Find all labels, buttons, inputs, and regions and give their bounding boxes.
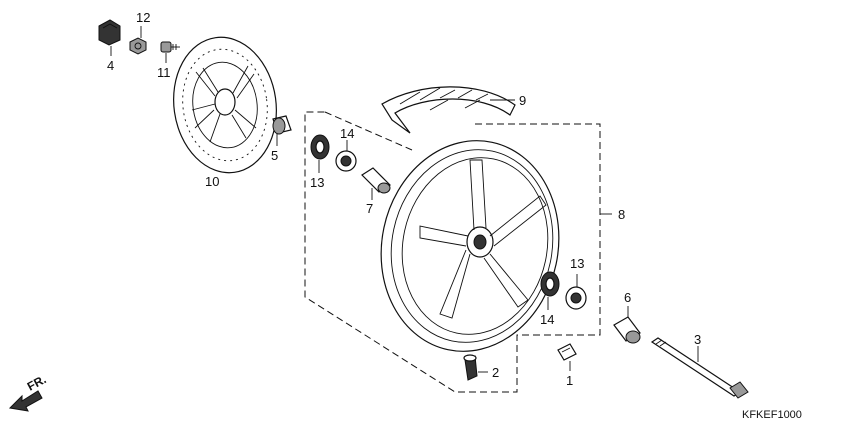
distance-collar-7[interactable] [361,167,391,194]
part-label-13-right: 13 [570,256,584,271]
part-label-5: 5 [271,148,278,163]
bearing-13-left[interactable] [310,134,330,160]
tire-9[interactable] [381,86,516,134]
brake-disc[interactable] [165,31,285,180]
diagram-code: KFKEF1000 [742,409,802,421]
part-label-14-right: 14 [540,312,554,327]
bearing-14-right[interactable] [540,271,560,297]
bolt-11[interactable] [160,41,180,53]
tire-valve-2[interactable] [463,354,478,381]
part-label-14-left: 14 [340,126,354,141]
assembly-boundary [304,111,601,393]
part-label-8: 8 [618,207,625,222]
axle-nut-4[interactable] [98,19,121,46]
front-axle-3[interactable] [650,337,749,399]
part-label-6: 6 [624,290,631,305]
dust-seal-13-right[interactable] [565,286,587,310]
part-label-9: 9 [519,93,526,108]
front-marker-label: FR. [25,372,49,393]
part-label-2: 2 [492,365,499,380]
front-arrow-icon [8,390,43,412]
nut-12[interactable] [129,37,147,55]
part-label-11: 11 [157,65,171,80]
part-label-13-left: 13 [310,175,324,190]
front-wheel-8[interactable] [362,124,578,368]
part-label-1: 1 [566,373,573,388]
part-label-4: 4 [107,58,114,73]
clip-1[interactable] [557,343,577,361]
part-label-3: 3 [694,332,701,347]
part-label-12: 12 [136,10,150,25]
part-label-7: 7 [366,201,373,216]
part-label-10: 10 [205,174,219,189]
side-collar-6[interactable] [613,316,641,344]
front-direction-arrow [8,390,43,412]
dust-seal-14-left[interactable] [335,150,357,172]
collar-5[interactable] [272,115,292,135]
